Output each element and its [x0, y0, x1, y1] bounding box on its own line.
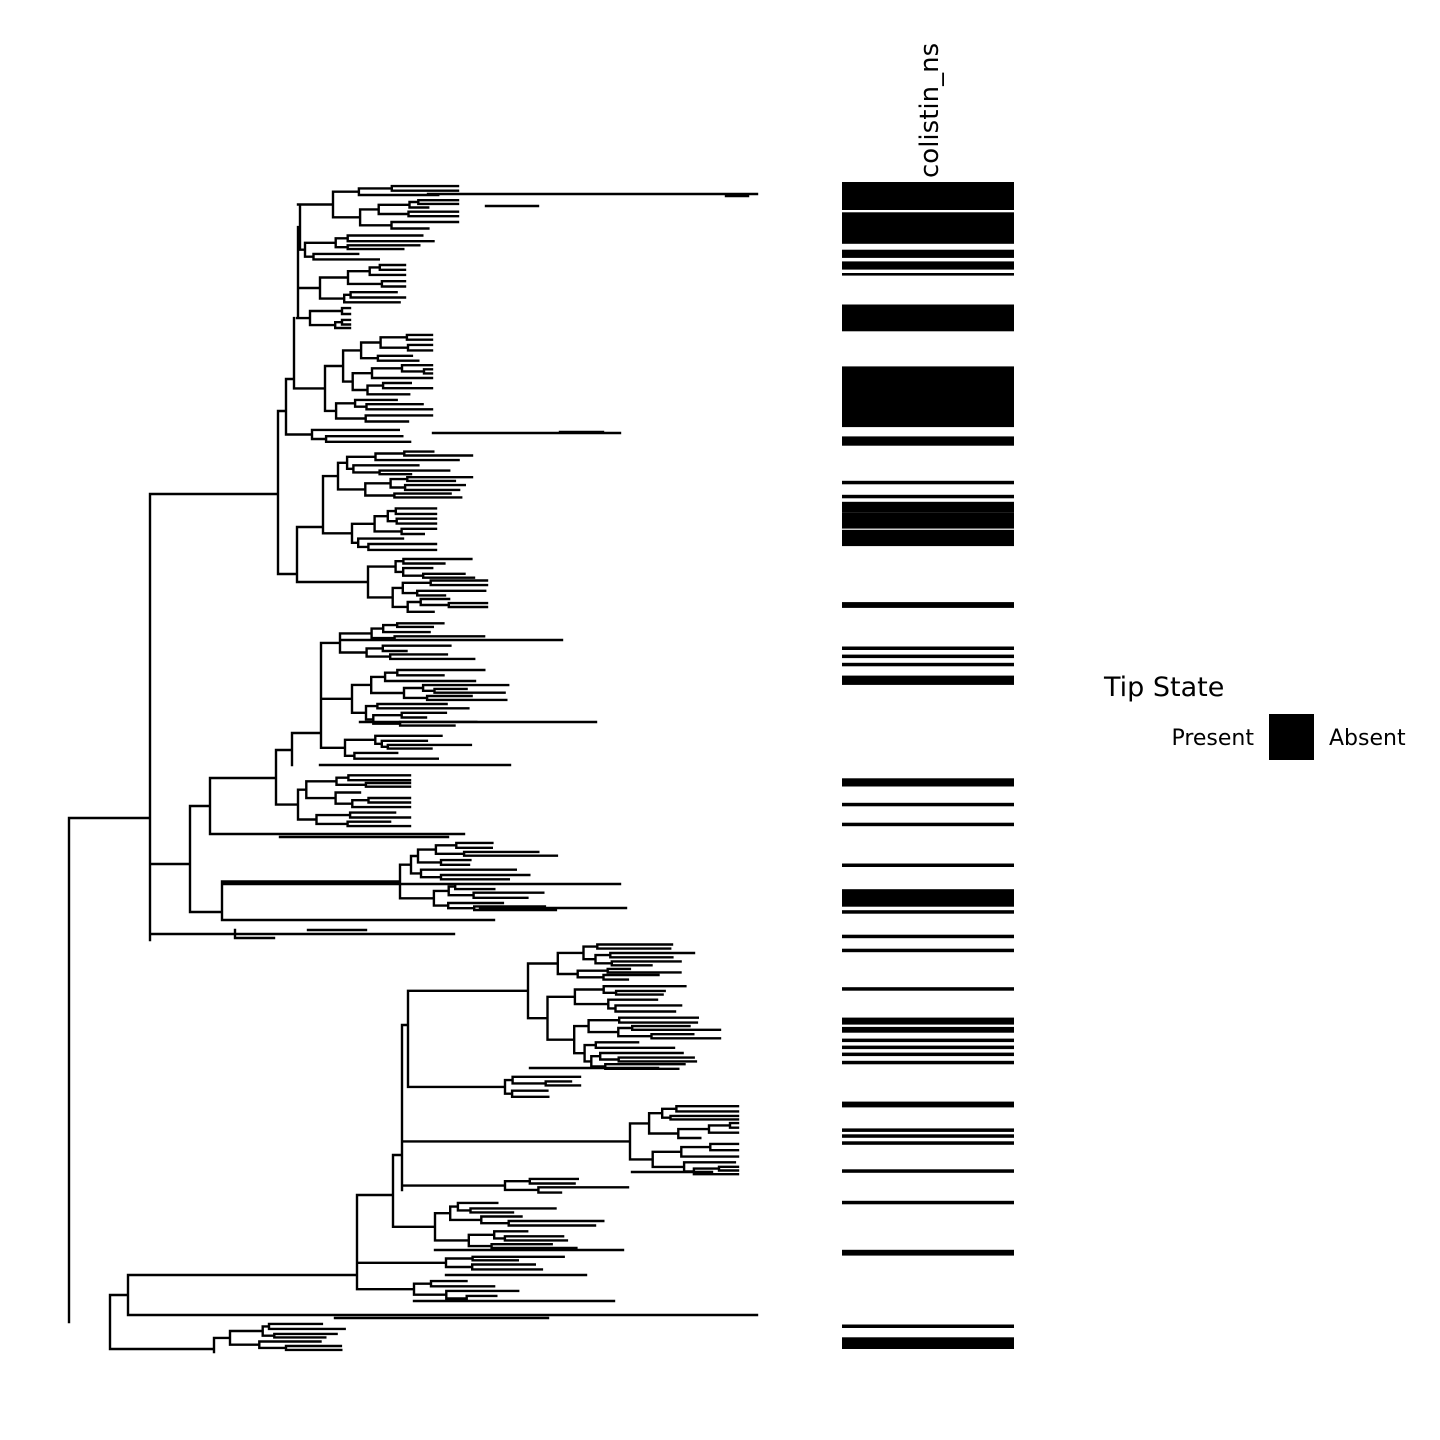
legend-title: Tip State	[1103, 672, 1224, 703]
heatmap-present-row	[842, 1134, 1014, 1138]
heatmap-present-row	[842, 910, 1014, 914]
heatmap-present-row	[842, 822, 1014, 827]
heatmap-present-row	[842, 987, 1014, 991]
heatmap-present-row	[842, 261, 1014, 270]
heatmap-present-row	[842, 273, 1014, 276]
trait-heatmap-column	[842, 182, 1014, 1349]
heatmap-present-row	[842, 1052, 1014, 1057]
heatmap-present-row	[842, 1038, 1014, 1043]
heatmap-present-row	[842, 675, 1014, 685]
heatmap-present-row	[842, 654, 1014, 659]
heatmap-present-row	[842, 249, 1014, 258]
heatmap-present-row	[842, 863, 1014, 867]
legend: Tip State Present Absent	[1103, 672, 1406, 760]
heatmap-present-row	[842, 602, 1014, 608]
heatmap-present-row	[842, 529, 1014, 547]
heatmap-present-row	[842, 304, 1014, 332]
heatmap-present-row	[842, 889, 1014, 907]
heatmap-present-row	[842, 501, 1014, 513]
heatmap-present-row	[842, 182, 1014, 210]
heatmap-present-row	[842, 1324, 1014, 1328]
heatmap-present-row	[842, 1128, 1014, 1132]
heatmap-column-label: colistin_ns	[915, 43, 945, 178]
heatmap-present-row	[842, 1045, 1014, 1050]
heatmap-present-row	[842, 778, 1014, 787]
heatmap-present-row	[842, 934, 1014, 939]
legend-color-key	[1269, 714, 1314, 760]
heatmap-present-row	[842, 1169, 1014, 1173]
heatmap-present-row	[842, 1101, 1014, 1108]
heatmap-present-row	[842, 1141, 1014, 1145]
heatmap-present-row	[842, 212, 1014, 244]
legend-absent-label: Absent	[1329, 726, 1406, 751]
heatmap-present-row	[842, 1249, 1014, 1256]
tree-branches	[67, 184, 759, 1354]
phylogenetic-tree	[67, 184, 759, 1354]
heatmap-present-row	[842, 480, 1014, 485]
heatmap-present-row	[842, 494, 1014, 499]
heatmap-present-row	[842, 1017, 1014, 1025]
heatmap-present-row	[842, 802, 1014, 807]
heatmap-present-row	[842, 366, 1014, 428]
heatmap-present-row	[842, 948, 1014, 953]
heatmap-present-row	[842, 1337, 1014, 1349]
heatmap-present-row	[842, 436, 1014, 446]
heatmap-present-row	[842, 1026, 1014, 1033]
heatmap-present-row	[842, 1200, 1014, 1205]
heatmap-present-row	[842, 646, 1014, 650]
heatmap-present-row	[842, 1060, 1014, 1065]
heatmap-present-row	[842, 662, 1014, 667]
heatmap-present-row	[842, 512, 1014, 529]
legend-present-label: Present	[1171, 726, 1254, 751]
